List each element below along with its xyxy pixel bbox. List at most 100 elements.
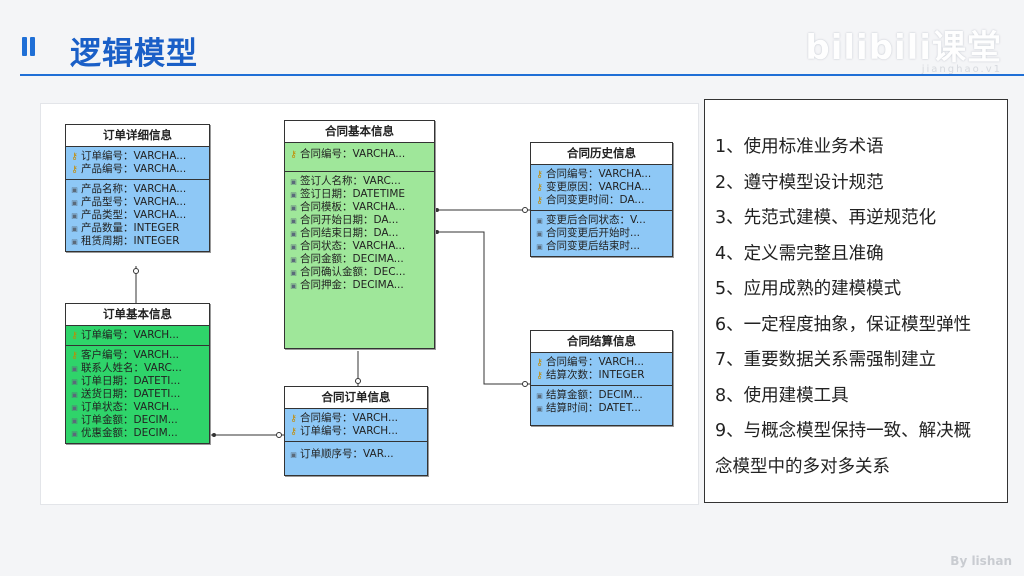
entity-keys: ⚷合同编号：VARCHA... [285, 143, 434, 171]
attribute: ▣联系人姓名：VARC... [71, 362, 182, 374]
attribute-icon: ▣ [290, 451, 297, 459]
key-attribute: ⚷结算次数：INTEGER [536, 369, 645, 381]
entity-title: 合同结算信息 [531, 331, 672, 353]
principle-item: 念模型中的多对多关系 [715, 456, 890, 477]
key-attribute: ⚷合同编号：VARCH... [536, 356, 645, 368]
attribute: ▣送货日期：DATETI... [71, 388, 181, 400]
attribute: ▣合同模板：VARCHA... [290, 201, 406, 213]
attribute: ▣结算时间：DATET... [536, 402, 641, 414]
attribute: ▣优惠金额：DECIM... [71, 427, 178, 439]
attribute-icon: ▣ [536, 217, 543, 225]
attribute: ⚷客户编号：VARCH... [71, 349, 180, 361]
header: 逻辑模型 [20, 22, 1024, 72]
attribute-icon: ▣ [290, 191, 297, 199]
attribute-icon: ▣ [71, 199, 78, 207]
attribute: ▣产品名称：VARCHA... [71, 183, 187, 195]
principles-panel: 1、使用标准业务术语 2、遵守模型设计规范 3、先范式建模、再逆规范化 4、定义… [704, 99, 1008, 503]
entity-keys: ⚷合同编号：VARCH... ⚷结算次数：INTEGER [531, 353, 672, 385]
key-icon: ⚷ [71, 165, 78, 175]
key-icon: ⚷ [290, 414, 297, 424]
principle-item: 9、与概念模型保持一致、解决概 [715, 421, 972, 441]
attribute: ▣签订日期：DATETIME [290, 188, 406, 200]
entity-title: 合同订单信息 [285, 387, 427, 409]
attribute: ▣合同变更后结束时... [536, 240, 641, 252]
principle-item: 4、定义需完整且准确 [715, 243, 884, 264]
key-attribute: ⚷合同变更时间：DA... [536, 194, 645, 206]
title-divider [20, 74, 1024, 76]
key-attribute: ⚷订单编号：VARCH... [71, 329, 180, 341]
attribute: ▣产品类型：VARCHA... [71, 209, 187, 221]
principle-item: 8、使用建模工具 [715, 385, 849, 406]
entity-keys: ⚷订单编号：VARCHA... ⚷产品编号：VARCHA... [66, 147, 209, 179]
entity-contract-order[interactable]: 合同订单信息 ⚷合同编号：VARCH... ⚷订单编号：VARCH... ▣订单… [284, 386, 428, 476]
attribute: ▣合同结束日期：DA... [290, 227, 399, 239]
attribute-icon: ▣ [290, 217, 297, 225]
attribute-icon: ▣ [536, 230, 543, 238]
key-icon: ⚷ [71, 351, 78, 361]
key-attribute: ⚷订单编号：VARCH... [290, 425, 399, 437]
entity-order-detail[interactable]: 订单详细信息 ⚷订单编号：VARCHA... ⚷产品编号：VARCHA... ▣… [65, 124, 210, 252]
attribute: ▣订单顺序号：VAR... [290, 448, 394, 460]
key-icon: ⚷ [290, 150, 297, 160]
entity-order-basic[interactable]: 订单基本信息 ⚷订单编号：VARCH... ⚷客户编号：VARCH... ▣联系… [65, 303, 210, 444]
attribute: ▣结算金额：DECIM... [536, 389, 643, 401]
attribute: ▣合同变更后开始时... [536, 227, 641, 239]
attribute-icon: ▣ [290, 230, 297, 238]
attribute-icon: ▣ [536, 392, 543, 400]
entity-attributes: ⚷客户编号：VARCH... ▣联系人姓名：VARC... ▣订单日期：DATE… [66, 345, 209, 443]
entity-title: 订单基本信息 [66, 304, 209, 326]
entity-attributes: ▣签订人名称：VARC... ▣签订日期：DATETIME ▣合同模板：VARC… [285, 171, 434, 348]
attribute: ▣签订人名称：VARC... [290, 175, 401, 187]
attribute-icon: ▣ [71, 378, 78, 386]
attribute-icon: ▣ [536, 243, 543, 251]
attribute: ▣订单状态：VARCH... [71, 401, 180, 413]
attribute: ▣合同状态：VARCHA... [290, 240, 406, 252]
entity-title: 合同基本信息 [285, 121, 434, 143]
attribute-icon: ▣ [71, 238, 78, 246]
attribute: ▣合同开始日期：DA... [290, 214, 399, 226]
attribute-icon: ▣ [290, 204, 297, 212]
attribute-icon: ▣ [71, 212, 78, 220]
entity-contract-history[interactable]: 合同历史信息 ⚷合同编号：VARCHA... ⚷变更原因：VARCHA... ⚷… [530, 142, 673, 257]
key-attribute: ⚷订单编号：VARCHA... [71, 150, 187, 162]
attribute-icon: ▣ [290, 178, 297, 186]
attribute: ▣合同金额：DECIMA... [290, 253, 404, 265]
principle-item: 5、应用成熟的建模模式 [715, 279, 902, 299]
author-credit: By lishan [950, 554, 1012, 568]
principle-item: 3、先范式建模、再逆规范化 [715, 208, 937, 228]
key-attribute: ⚷合同编号：VARCHA... [290, 148, 406, 160]
attribute: ▣产品型号：VARCHA... [71, 196, 187, 208]
attribute-icon: ▣ [536, 405, 543, 413]
attribute-icon: ▣ [71, 225, 78, 233]
key-attribute: ⚷合同编号：VARCHA... [536, 168, 652, 180]
entity-keys: ⚷合同编号：VARCHA... ⚷变更原因：VARCHA... ⚷合同变更时间：… [531, 165, 672, 210]
attribute: ▣合同确认金额：DEC... [290, 266, 406, 278]
attribute: ▣合同押金：DECIMA... [290, 279, 404, 291]
key-attribute: ⚷合同编号：VARCH... [290, 412, 399, 424]
key-attribute: ⚷产品编号：VARCHA... [71, 163, 187, 175]
attribute: ▣订单金额：DECIM... [71, 414, 178, 426]
principle-item: 7、重要数据关系需强制建立 [715, 350, 937, 370]
principle-item: 1、使用标准业务术语 [715, 137, 884, 157]
attribute-icon: ▣ [71, 404, 78, 412]
title-marker-icon [22, 37, 38, 60]
watermark-subtext: jianghao.v1 [921, 64, 1002, 75]
principles-list: 1、使用标准业务术语 2、遵守模型设计规范 3、先范式建模、再逆规范化 4、定义… [705, 100, 1007, 485]
key-icon: ⚷ [536, 170, 543, 180]
attribute-icon: ▣ [290, 256, 297, 264]
entity-title: 订单详细信息 [66, 125, 209, 147]
watermark-logo: bilibili课堂 [805, 28, 1002, 68]
attribute: ▣租赁周期：INTEGER [71, 235, 180, 247]
entity-keys: ⚷订单编号：VARCH... [66, 326, 209, 345]
entity-attributes: ▣结算金额：DECIM... ▣结算时间：DATET... [531, 385, 672, 425]
key-icon: ⚷ [71, 152, 78, 162]
attribute-icon: ▣ [71, 417, 78, 425]
key-icon: ⚷ [536, 358, 543, 368]
entity-attributes: ▣变更后合同状态：V... ▣合同变更后开始时... ▣合同变更后结束时... [531, 210, 672, 256]
entity-contract-basic[interactable]: 合同基本信息 ⚷合同编号：VARCHA... ▣签订人名称：VARC... ▣签… [284, 120, 435, 349]
attribute: ▣产品数量：INTEGER [71, 222, 180, 234]
page-title: 逻辑模型 [70, 36, 198, 72]
attribute-icon: ▣ [71, 365, 78, 373]
entity-contract-settlement[interactable]: 合同结算信息 ⚷合同编号：VARCH... ⚷结算次数：INTEGER ▣结算金… [530, 330, 673, 426]
principle-item: 6、一定程度抽象，保证模型弹性 [715, 314, 972, 335]
